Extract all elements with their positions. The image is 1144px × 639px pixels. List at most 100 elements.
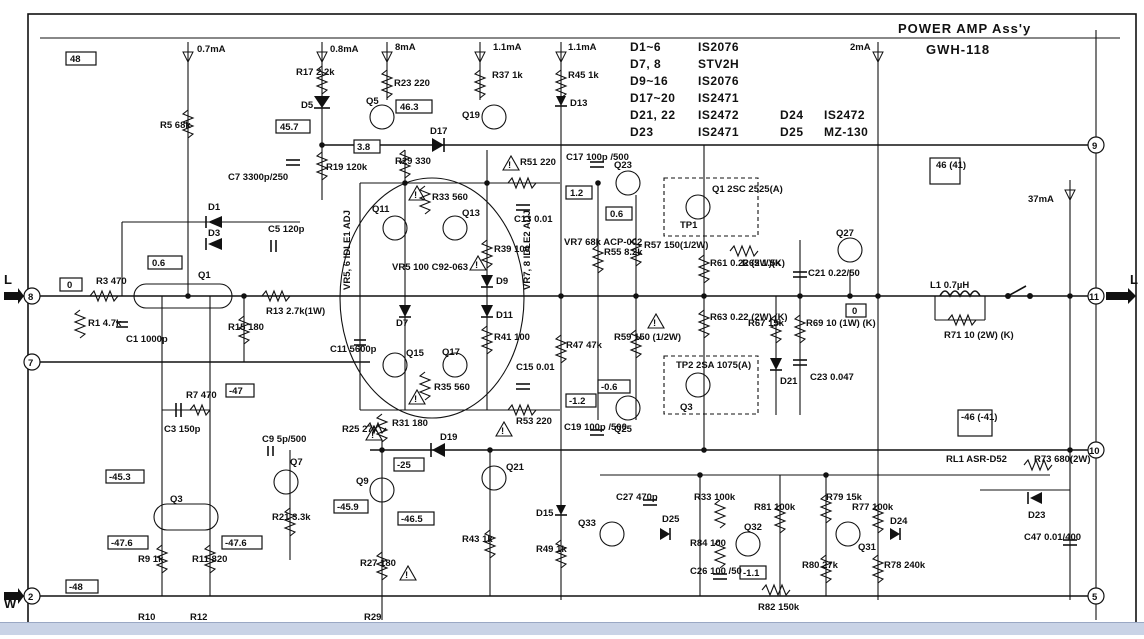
svg-text:Q31: Q31 bbox=[858, 542, 877, 553]
svg-text:R1 4.7k: R1 4.7k bbox=[88, 318, 122, 329]
svg-text:C13 0.01: C13 0.01 bbox=[514, 214, 553, 225]
svg-text:R47 47k: R47 47k bbox=[566, 340, 603, 351]
svg-text:C15 0.01: C15 0.01 bbox=[516, 362, 555, 373]
svg-text:Q13: Q13 bbox=[462, 208, 480, 219]
svg-text:!: ! bbox=[371, 430, 374, 441]
svg-text:RL1 ASR-D52: RL1 ASR-D52 bbox=[946, 454, 1007, 465]
svg-text:!: ! bbox=[653, 318, 656, 329]
svg-text:R80 27k: R80 27k bbox=[802, 560, 839, 571]
table-cell: D21, 22 bbox=[630, 108, 676, 122]
svg-text:2mA: 2mA bbox=[850, 42, 871, 53]
svg-text:-0.6: -0.6 bbox=[601, 382, 617, 393]
svg-text:R21 3.3k: R21 3.3k bbox=[272, 512, 311, 523]
svg-text:R31 180: R31 180 bbox=[392, 418, 428, 429]
svg-text:C9 5p/500: C9 5p/500 bbox=[262, 434, 306, 445]
svg-text:R10: R10 bbox=[138, 612, 155, 623]
svg-text:-1.2: -1.2 bbox=[569, 396, 585, 407]
wiring bbox=[40, 30, 1120, 620]
svg-text:C23 0.047: C23 0.047 bbox=[810, 372, 854, 383]
svg-text:D11: D11 bbox=[496, 310, 514, 321]
table-cell: D24 bbox=[780, 108, 804, 122]
svg-text:11: 11 bbox=[1089, 292, 1100, 303]
svg-text:C11 5600p: C11 5600p bbox=[330, 344, 377, 355]
terminal-11: 11 bbox=[1087, 287, 1105, 305]
svg-text:-1.1: -1.1 bbox=[743, 568, 760, 579]
output-arrow-right-11: L bbox=[1106, 272, 1138, 304]
svg-text:-47: -47 bbox=[229, 386, 243, 397]
svg-text:VR5 100 C92-063: VR5 100 C92-063 bbox=[392, 262, 468, 273]
svg-text:R79 15k: R79 15k bbox=[826, 492, 863, 503]
bottom-strip bbox=[0, 622, 1144, 635]
svg-text:R41 100: R41 100 bbox=[494, 332, 530, 343]
voltage-boxes: 48 0.6 0 45.7 46.3 3.8 1.2 0.6 -0.6 -1.2… bbox=[59, 51, 997, 594]
svg-text:0: 0 bbox=[852, 306, 857, 317]
svg-text:R53 220: R53 220 bbox=[516, 416, 552, 427]
svg-text:D7: D7 bbox=[396, 318, 408, 329]
svg-text:0.6: 0.6 bbox=[610, 209, 623, 220]
table-cell: D1~6 bbox=[630, 40, 661, 54]
svg-text:C17 100p /500: C17 100p /500 bbox=[566, 152, 629, 163]
idle-adjust-circle bbox=[339, 177, 525, 419]
svg-text:3.8: 3.8 bbox=[357, 142, 370, 153]
svg-text:46 (41): 46 (41) bbox=[936, 160, 966, 171]
svg-text:Q15: Q15 bbox=[406, 348, 425, 359]
svg-text:R9 1k: R9 1k bbox=[138, 554, 164, 565]
table-cell: D25 bbox=[780, 125, 804, 139]
table-cell: D17~20 bbox=[630, 91, 675, 105]
svg-text:D5: D5 bbox=[301, 100, 314, 111]
inductor-l1 bbox=[939, 290, 981, 298]
svg-text:-47.6: -47.6 bbox=[111, 538, 133, 549]
svg-text:R11 820: R11 820 bbox=[192, 554, 227, 565]
table-cell: IS2471 bbox=[698, 91, 739, 105]
svg-text:10: 10 bbox=[1089, 446, 1100, 457]
svg-text:L: L bbox=[4, 272, 13, 287]
svg-text:-25: -25 bbox=[397, 460, 411, 471]
svg-text:D1: D1 bbox=[208, 202, 221, 213]
table-cell: IS2076 bbox=[698, 74, 739, 88]
svg-text:R51 220: R51 220 bbox=[520, 157, 556, 168]
svg-text:VR7, 8 IDLE2 ADJ: VR7, 8 IDLE2 ADJ bbox=[522, 210, 533, 290]
svg-text:R29 330: R29 330 bbox=[395, 156, 431, 167]
svg-text:1.1mA: 1.1mA bbox=[493, 42, 522, 53]
svg-text:Q19: Q19 bbox=[462, 110, 480, 121]
svg-text:C5 120p: C5 120p bbox=[268, 224, 305, 235]
svg-text:Q32: Q32 bbox=[744, 522, 762, 533]
svg-text:R67 15k: R67 15k bbox=[748, 318, 785, 329]
svg-text:R77 100k: R77 100k bbox=[852, 502, 894, 513]
svg-text:R43 1k: R43 1k bbox=[462, 534, 493, 545]
svg-text:R33 560: R33 560 bbox=[432, 192, 468, 203]
svg-text:C19 100p /500: C19 100p /500 bbox=[564, 422, 627, 433]
svg-text:-47.6: -47.6 bbox=[225, 538, 247, 549]
svg-text:D19: D19 bbox=[440, 432, 457, 443]
terminal-10: 10 bbox=[1087, 441, 1105, 459]
svg-text:D17: D17 bbox=[430, 126, 447, 137]
svg-text:46.3: 46.3 bbox=[400, 102, 419, 113]
terminal-5: 5 bbox=[1087, 587, 1105, 605]
table-cell: STV2H bbox=[698, 57, 739, 71]
transistors bbox=[133, 104, 863, 557]
svg-text:R84 100: R84 100 bbox=[690, 538, 726, 549]
svg-text:Q11: Q11 bbox=[372, 204, 390, 215]
svg-text:Q21: Q21 bbox=[506, 462, 525, 473]
svg-text:0.8mA: 0.8mA bbox=[330, 44, 359, 55]
terminal-7: 7 bbox=[23, 353, 41, 371]
terminal-2: 2 bbox=[23, 587, 41, 605]
table-cell: IS2076 bbox=[698, 40, 739, 54]
svg-text:-46 (-41): -46 (-41) bbox=[961, 412, 997, 423]
svg-text:1.2: 1.2 bbox=[570, 188, 583, 199]
svg-text:R61 0.22 (2W)(K): R61 0.22 (2W)(K) bbox=[710, 258, 785, 269]
svg-text:TP2 2SA 1075(A): TP2 2SA 1075(A) bbox=[676, 360, 751, 371]
svg-text:5: 5 bbox=[1092, 592, 1098, 603]
table-cell: D7, 8 bbox=[630, 57, 661, 71]
svg-text:R15 180: R15 180 bbox=[228, 322, 264, 333]
svg-text:R35 560: R35 560 bbox=[434, 382, 470, 393]
svg-text:R19 120k: R19 120k bbox=[326, 162, 368, 173]
svg-text:R63 0.22 (2W) (K): R63 0.22 (2W) (K) bbox=[710, 312, 788, 323]
input-arrow-left-8: L bbox=[4, 272, 24, 304]
svg-text:R29: R29 bbox=[364, 612, 381, 623]
svg-text:C26 100 /50: C26 100 /50 bbox=[690, 566, 742, 577]
svg-text:R45 1k: R45 1k bbox=[568, 70, 599, 81]
diodes bbox=[205, 96, 1042, 540]
